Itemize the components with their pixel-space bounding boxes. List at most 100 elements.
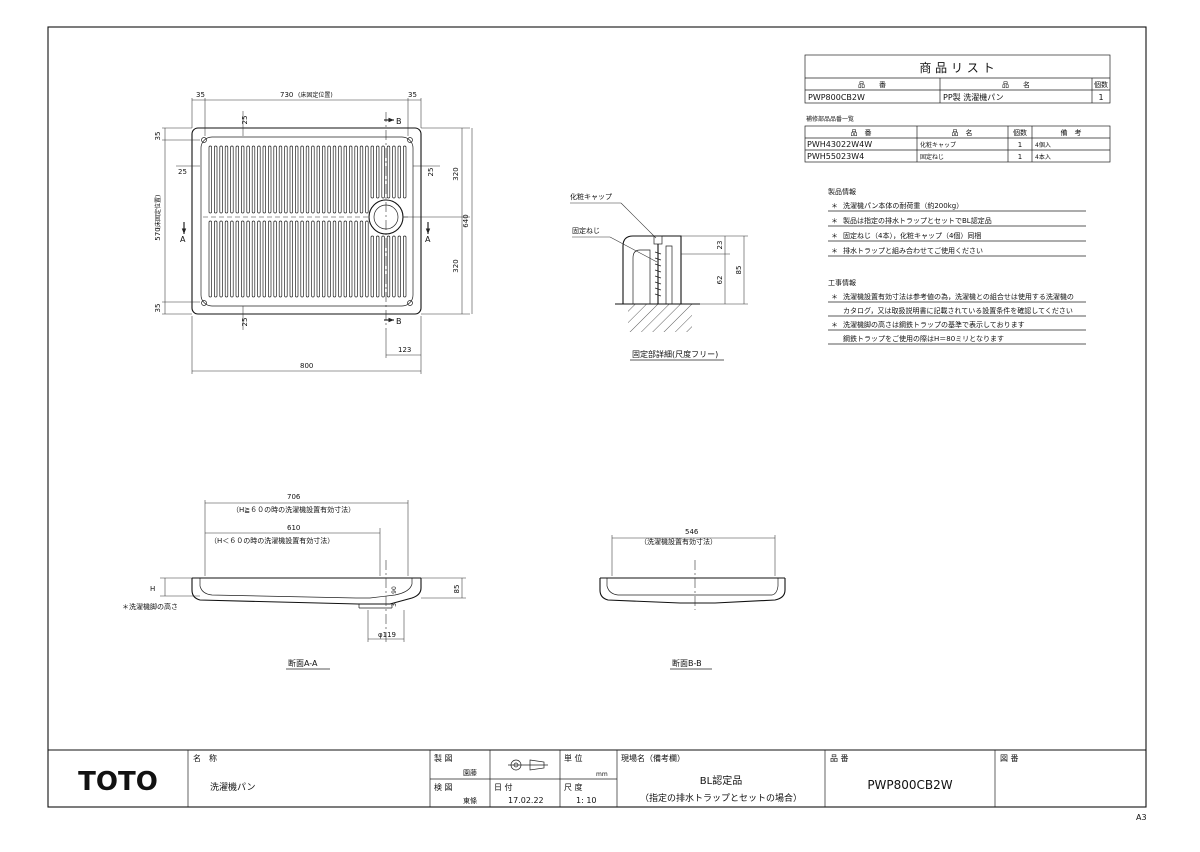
checked-value: 東條 xyxy=(463,796,477,805)
section-b-bottom: B xyxy=(396,317,402,326)
product-info-item-4: 排水トラップと組み合わせてご使用ください xyxy=(843,246,983,255)
dim-left-570: 570 xyxy=(154,227,162,240)
rib xyxy=(332,145,337,214)
dim-85: 85 xyxy=(453,585,461,594)
rib xyxy=(311,145,315,214)
dim-top-730: 730 xyxy=(280,91,293,99)
rib xyxy=(322,145,326,214)
section-aa: 706 （H≧６０の時の洗濯機設置有効寸法） 610 （H＜６０の時の洗濯機設置… xyxy=(122,493,466,670)
fixing-detail: 化粧キャップ 固定ねじ 23 62 85 固定部詳細(尺度フリー) xyxy=(570,192,748,361)
parts-row-2-qty: 1 xyxy=(1018,153,1022,161)
parts-list-title: 補修部品品番一覧 xyxy=(806,115,854,123)
dim-123: 123 xyxy=(398,346,411,354)
rib xyxy=(359,220,364,298)
plan-view: 35 730 (床固定位置) 35 35 570 (床固定位置) 35 320 … xyxy=(154,91,473,374)
screw-hole-tr xyxy=(407,137,413,143)
rib xyxy=(273,220,277,298)
rib xyxy=(300,220,304,298)
projection-symbol xyxy=(508,759,548,771)
rib xyxy=(386,145,391,199)
rib xyxy=(251,220,256,298)
rib xyxy=(235,220,239,298)
construction-info: 工事情報 ＊ 洗濯機設置有効寸法は参考値の為，洗濯機との組合せは使用する洗濯機の… xyxy=(828,278,1086,345)
rib xyxy=(257,220,261,298)
drawn-value: 園藤 xyxy=(463,768,477,777)
dim-25-bottom: 25 xyxy=(241,318,249,327)
rib xyxy=(354,145,358,214)
rib xyxy=(365,145,369,214)
product-list-header-name: 品 名 xyxy=(1002,80,1030,89)
detail-dim-23: 23 xyxy=(716,241,724,250)
product-list-row-name: PP製 洗濯機パン xyxy=(943,92,1004,102)
dim-left-top: 35 xyxy=(154,132,162,141)
product-info-mark-3: ＊ xyxy=(831,232,838,240)
floor-hatch xyxy=(628,304,692,332)
rib xyxy=(235,145,239,214)
rib xyxy=(327,145,331,214)
dim-610: 610 xyxy=(287,524,300,532)
note-706: （H≧６０の時の洗濯機設置有効寸法） xyxy=(232,505,355,514)
note-610: （H＜６０の時の洗濯機設置有効寸法） xyxy=(210,536,334,545)
dim-top-left: 35 xyxy=(196,91,205,99)
product-list-header-qty: 個数 xyxy=(1094,80,1108,89)
parts-list-table: 補修部品品番一覧 品 番 品 名 個数 備 考 PWH43022W4W 化粧キャ… xyxy=(804,115,1111,163)
caption-bb: 断面B-B xyxy=(672,658,702,668)
detail-caption: 固定部詳細(尺度フリー) xyxy=(632,349,718,359)
rib xyxy=(214,145,218,214)
parts-row-1-code: PWH43022W4W xyxy=(807,140,872,149)
rib xyxy=(349,220,353,298)
product-info-mark-4: ＊ xyxy=(831,247,838,255)
section-bb: 546 （洗濯機設置有効寸法） 断面B-B xyxy=(599,528,786,670)
toto-logo: TOTO xyxy=(78,767,158,797)
rib xyxy=(305,220,310,298)
screw-hole-tl xyxy=(201,137,207,143)
section-a-right: A xyxy=(425,235,431,244)
detail-dim-62: 62 xyxy=(716,276,724,285)
part-label: 品 番 xyxy=(830,753,849,763)
rib xyxy=(343,220,347,298)
parts-header-name: 品 名 xyxy=(952,128,973,137)
date-label: 日 付 xyxy=(494,782,513,792)
dim-25-right: 25 xyxy=(427,168,435,177)
label-cap: 化粧キャップ xyxy=(570,192,612,201)
scale-value: 1: 10 xyxy=(576,796,597,805)
rib xyxy=(370,145,374,199)
title-block: TOTO 名 称 洗濯機パン 製 図 園藤 検 図 東條 日 付 17.02.2… xyxy=(48,749,1146,807)
rib xyxy=(311,220,315,298)
rib xyxy=(392,235,396,298)
parts-header-code: 品 番 xyxy=(851,129,872,137)
unit-value: mm xyxy=(596,771,608,778)
rib xyxy=(268,145,272,214)
note-546: （洗濯機設置有効寸法） xyxy=(640,537,717,546)
rib xyxy=(251,145,256,214)
dim-546: 546 xyxy=(685,528,699,536)
construction-mark-1: ＊ xyxy=(831,293,838,301)
rib xyxy=(392,145,396,199)
dim-right-640: 640 xyxy=(462,214,470,227)
rib xyxy=(241,220,245,298)
product-info-mark-2: ＊ xyxy=(831,217,838,225)
sheet-border xyxy=(47,26,1147,808)
leg-note: ＊洗濯機脚の高さ xyxy=(122,602,178,611)
product-info-item-3: 固定ねじ（4本），化粧キャップ（4個）同梱 xyxy=(843,231,981,240)
rib xyxy=(219,145,223,214)
rib xyxy=(295,145,299,214)
rib xyxy=(273,145,277,214)
dim-right-320-bottom: 320 xyxy=(452,259,460,272)
construction-line-3: 洗濯機脚の高さは鋼鉄トラップの基準で表示しております xyxy=(843,320,1025,329)
rib xyxy=(289,220,293,298)
parts-header-note: 備 考 xyxy=(1061,128,1082,137)
screw-hole-br xyxy=(407,300,413,306)
pan-outline xyxy=(191,127,422,315)
dim-left-570-note: (床固定位置) xyxy=(154,195,162,230)
product-list-title: 商 品 リ ス ト xyxy=(919,60,994,75)
rib xyxy=(219,220,223,298)
product-list-table: 商 品 リ ス ト 品 番 品 名 個数 PWP800CB2W PP製 洗濯機パ… xyxy=(804,54,1111,104)
product-list-row-qty: 1 xyxy=(1098,93,1103,102)
rib xyxy=(208,220,212,298)
detail-dim-85: 85 xyxy=(735,266,743,275)
rib xyxy=(397,235,401,298)
pan-inner-rim xyxy=(200,136,414,307)
rib xyxy=(381,235,385,298)
parts-row-2-name: 固定ねじ xyxy=(920,153,944,161)
